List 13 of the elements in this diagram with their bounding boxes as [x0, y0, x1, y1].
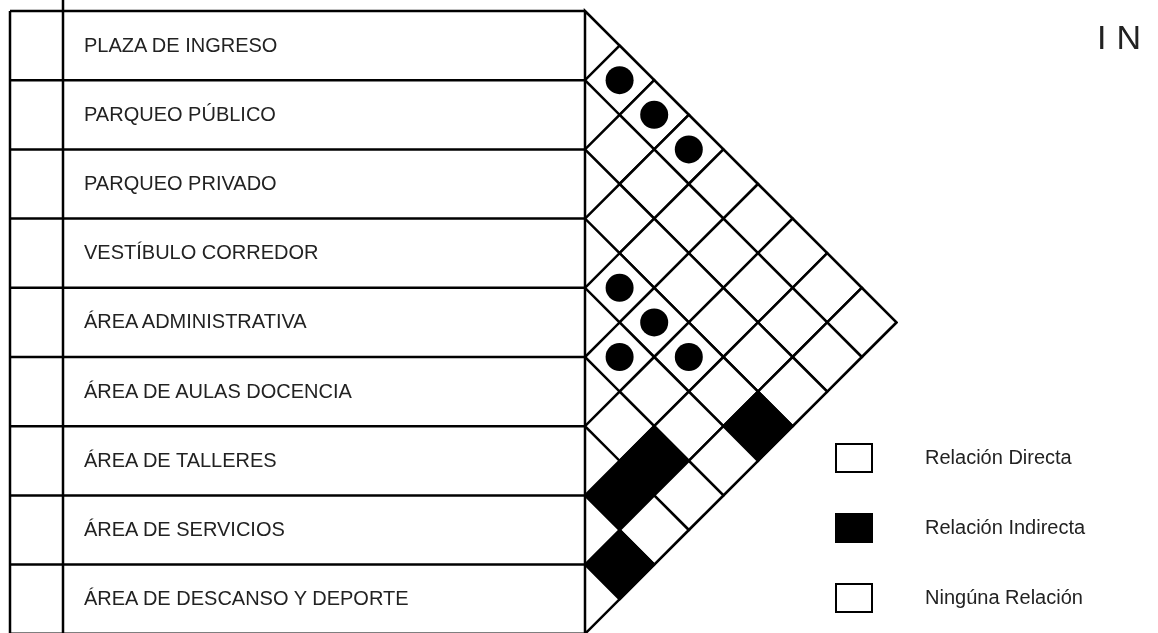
row-label: ÁREA DE DESCANSO Y DEPORTE [84, 587, 409, 611]
row-label: PARQUEO PRIVADO [84, 172, 277, 195]
legend-label: Ningúna Relación [925, 586, 1083, 609]
legend-label: Relación Indirecta [925, 516, 1086, 539]
title: IN [1097, 18, 1151, 57]
legend-label: Relación Directa [925, 446, 1072, 469]
row-label: VESTÍBULO CORREDOR [84, 241, 319, 265]
row-label: ÁREA DE TALLERES [84, 448, 277, 472]
row-label: ÁREA ADMINISTRATIVA [84, 310, 307, 334]
row-label: PLAZA DE INGRESO [84, 33, 278, 57]
row-label: ÁREA DE SERVICIOS [84, 518, 285, 541]
row-label: PARQUEO PÚBLICO [84, 102, 276, 126]
row-label: ÁREA DE AULAS DOCENCIA [84, 379, 352, 403]
